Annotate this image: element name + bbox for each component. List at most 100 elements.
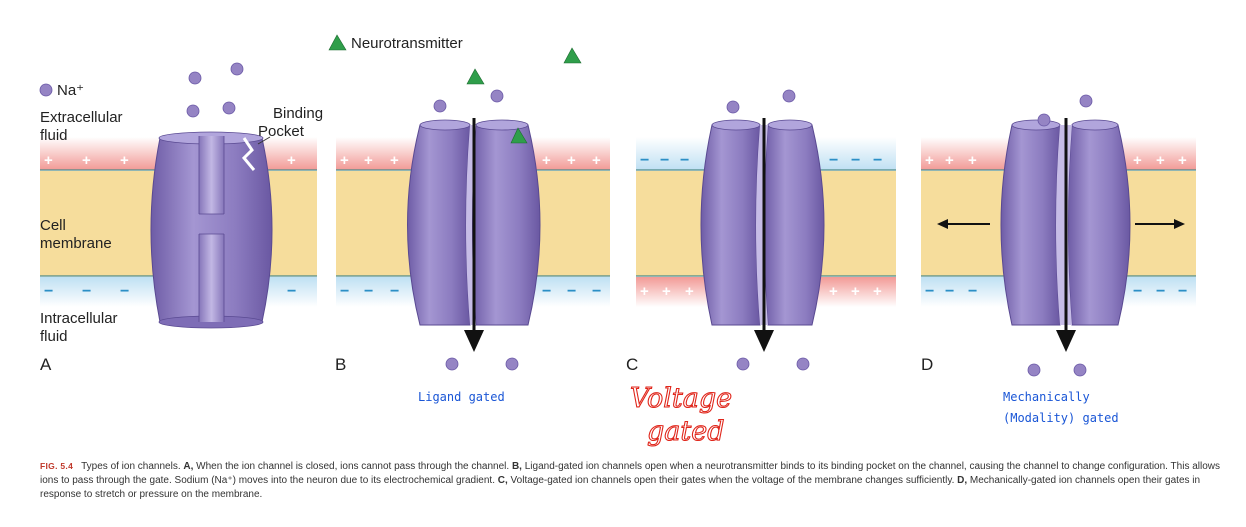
charge-symbol: + [945, 152, 954, 169]
charge-symbol: + [287, 152, 296, 169]
panel-a: + + + + − − − − [40, 62, 317, 329]
charge-symbol: + [120, 152, 129, 169]
closed-channel [150, 131, 273, 329]
caption-panel-label: D, [957, 475, 968, 486]
figure-number: FIG. 5.4 [40, 461, 74, 471]
membrane-label: membrane [40, 235, 112, 252]
caption-panel-label: B, [511, 461, 522, 472]
charge-symbol: − [829, 152, 838, 169]
sodium-legend-label: Na⁺ [57, 82, 84, 99]
charge-symbol: − [542, 283, 551, 300]
sodium-ion [782, 89, 796, 103]
intracellular-label: Intracellular [40, 310, 118, 327]
charge-symbol: − [82, 283, 91, 300]
charge-symbol: + [340, 152, 349, 169]
caption-panel-label: A, [183, 461, 194, 472]
charge-symbol: + [851, 283, 860, 300]
charge-symbol: + [662, 283, 671, 300]
charge-symbol: − [1178, 283, 1187, 300]
neurotransmitter-triangle [563, 47, 582, 64]
charge-symbol: − [567, 283, 576, 300]
neurotransmitter-legend-icon [328, 34, 347, 51]
caption-text: Voltage-gated ion channels open their ga… [507, 475, 958, 486]
extracellular-label: fluid [40, 127, 68, 144]
charge-symbol: − [390, 283, 399, 300]
charge-symbol: − [44, 283, 53, 300]
charge-symbol: + [390, 152, 399, 169]
stretch-arrow-right [1135, 219, 1185, 229]
charge-symbol: + [1133, 152, 1142, 169]
charge-symbol: − [925, 283, 934, 300]
panel-c: − − − − − − + + + + + + [636, 89, 896, 371]
open-channel [407, 119, 541, 326]
sodium-ion [736, 357, 750, 371]
sodium-ion [1027, 363, 1041, 377]
sodium-ion [796, 357, 810, 371]
panel-letter-a: A [40, 355, 52, 374]
stretch-arrow-left [937, 219, 990, 229]
charge-symbol: + [82, 152, 91, 169]
charge-symbol: − [120, 283, 129, 300]
caption-text: Types of ion channels. [81, 461, 184, 472]
sodium-legend-icon [39, 83, 53, 97]
caption-panel-label: C, [497, 475, 508, 486]
charge-symbol: − [968, 283, 977, 300]
charge-symbol: − [660, 152, 669, 169]
charge-symbol: − [1133, 283, 1142, 300]
figure-caption: FIG. 5.4 Types of ion channels. A, When t… [40, 459, 1230, 502]
sodium-ion [726, 100, 740, 114]
binding-pocket-label: Binding [273, 105, 323, 122]
extracellular-label: Extracellular [40, 109, 123, 126]
sodium-ion [188, 71, 202, 85]
charge-symbol: + [364, 152, 373, 169]
panel-d: + + + + + + − − − − − − [921, 94, 1196, 377]
charge-symbol: + [542, 152, 551, 169]
membrane-label: Cell [40, 217, 66, 234]
charge-symbol: + [592, 152, 601, 169]
ion-flow-arrow [754, 118, 774, 352]
sodium-ion [230, 62, 244, 76]
charge-symbol: + [640, 283, 649, 300]
panel-b: + + + + + + − − − − − − [336, 47, 610, 371]
ion-flow-arrow [1056, 118, 1076, 352]
sodium-ion [505, 357, 519, 371]
charge-symbol: + [829, 283, 838, 300]
binding-pocket-label: Pocket [258, 123, 305, 140]
mechanically-gated-annotation: (Modality) gated [1003, 411, 1119, 425]
charge-symbol: − [851, 152, 860, 169]
charge-symbol: − [640, 152, 649, 169]
sodium-ion [1073, 363, 1087, 377]
sodium-ion [222, 101, 236, 115]
open-channel [700, 119, 825, 326]
charge-symbol: − [364, 283, 373, 300]
mechanically-gated-annotation: Mechanically [1003, 390, 1090, 404]
charge-symbol: − [873, 152, 882, 169]
caption-text: Mechanically-gated ion channels open the… [40, 475, 1201, 500]
voltage-gated-annotation: gated [647, 416, 725, 447]
neurotransmitter-triangle [466, 68, 485, 85]
ion-flow-arrow [464, 118, 484, 352]
sodium-ion [1037, 113, 1051, 127]
panel-letter-c: C [626, 355, 638, 374]
neurotransmitter-triangle [510, 127, 528, 144]
charge-symbol: + [567, 152, 576, 169]
caption-text: When the ion channel is closed, ions can… [193, 461, 512, 472]
panel-letter-d: D [921, 355, 933, 374]
charge-symbol: + [1178, 152, 1187, 169]
sodium-ion [186, 104, 200, 118]
ligand-gated-annotation: Ligand gated [418, 390, 505, 404]
charge-symbol: + [968, 152, 977, 169]
charge-symbol: + [1156, 152, 1165, 169]
charge-symbol: − [1156, 283, 1165, 300]
sodium-ion [490, 89, 504, 103]
open-channel [1000, 119, 1131, 326]
intracellular-label: fluid [40, 328, 68, 345]
legend: Neurotransmitter Na⁺ [39, 34, 463, 99]
charge-symbol: − [945, 283, 954, 300]
charge-symbol: − [680, 152, 689, 169]
charge-symbol: + [925, 152, 934, 169]
charge-symbol: + [873, 283, 882, 300]
sodium-ion [433, 99, 447, 113]
charge-symbol: − [287, 283, 296, 300]
